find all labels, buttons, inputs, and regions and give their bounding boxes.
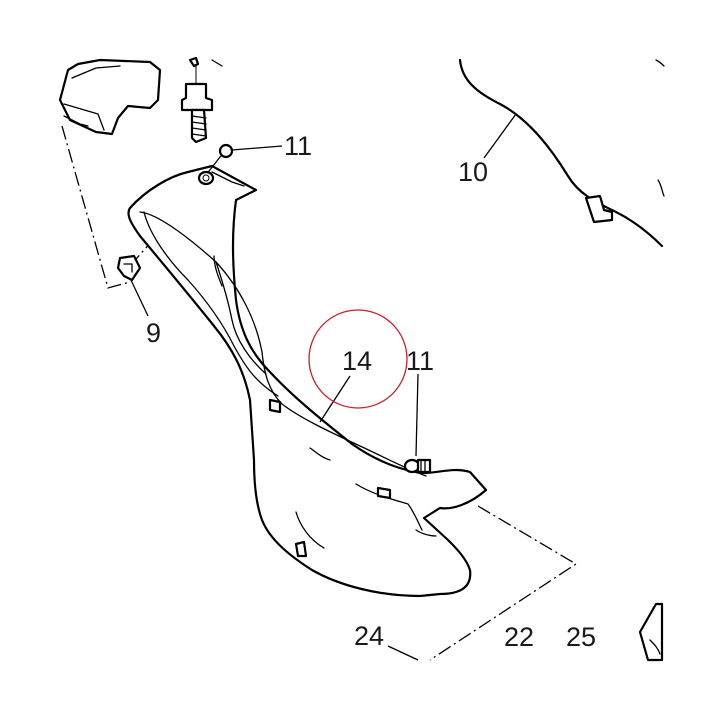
screw-mid bbox=[403, 458, 432, 474]
screw-top bbox=[197, 143, 234, 186]
callout-14: 14 bbox=[342, 346, 372, 376]
alignment-lines-bottom bbox=[429, 505, 578, 661]
leader-lines bbox=[129, 113, 517, 661]
bolt-top bbox=[180, 56, 214, 144]
clip-part-9 bbox=[116, 254, 142, 282]
callout-22: 22 bbox=[504, 622, 534, 652]
cover-panel-part-14 bbox=[127, 164, 488, 598]
callout-11-mid: 11 bbox=[406, 346, 434, 376]
callout-11-top: 11 bbox=[284, 131, 312, 161]
cover-part-10 bbox=[458, 58, 665, 248]
upper-left-bracket bbox=[58, 58, 223, 136]
callout-9: 9 bbox=[146, 318, 161, 348]
callout-25: 25 bbox=[566, 622, 596, 652]
callout-10: 10 bbox=[458, 157, 488, 187]
bottom-right-partial-part bbox=[638, 602, 664, 662]
highlight-circle bbox=[308, 309, 408, 409]
callout-24: 24 bbox=[354, 621, 384, 651]
